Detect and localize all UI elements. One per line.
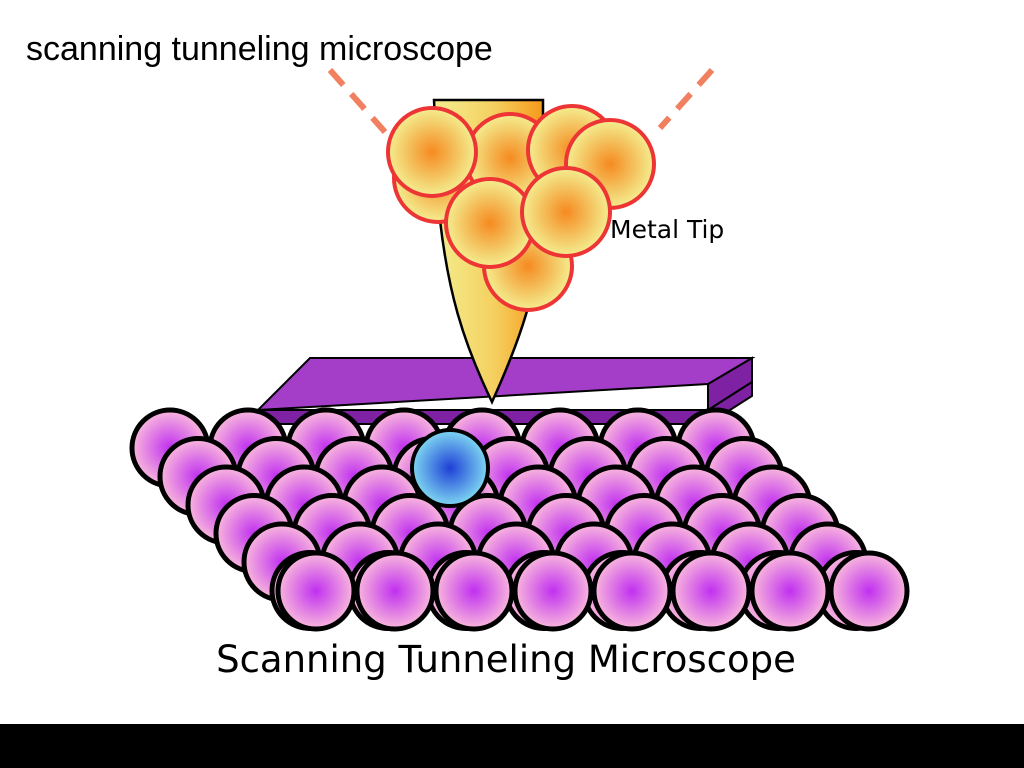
surface-atom bbox=[275, 550, 357, 632]
tip-atom bbox=[444, 177, 536, 269]
surface-atom bbox=[354, 550, 436, 632]
surface-atom bbox=[433, 550, 515, 632]
page-title: scanning tunneling microscope bbox=[26, 30, 493, 68]
bottom-bar bbox=[0, 724, 1024, 768]
surface-atom bbox=[670, 550, 752, 632]
surface-atom bbox=[828, 550, 910, 632]
surface-atom-lattice bbox=[129, 407, 910, 632]
platform-top bbox=[255, 357, 756, 412]
surface-atom bbox=[512, 550, 594, 632]
tip-atom-cluster bbox=[386, 104, 656, 312]
surface-atom bbox=[591, 550, 673, 632]
diagram-caption: Scanning Tunneling Microscope bbox=[216, 638, 796, 681]
beam-line-right bbox=[657, 67, 715, 131]
beam-line-left bbox=[327, 68, 388, 134]
tip-atom bbox=[520, 166, 612, 258]
adatom bbox=[410, 428, 490, 508]
surface-atom bbox=[749, 550, 831, 632]
tip-atom bbox=[386, 106, 478, 198]
tip-label: Metal Tip bbox=[610, 215, 724, 244]
beam-lines bbox=[327, 67, 715, 134]
